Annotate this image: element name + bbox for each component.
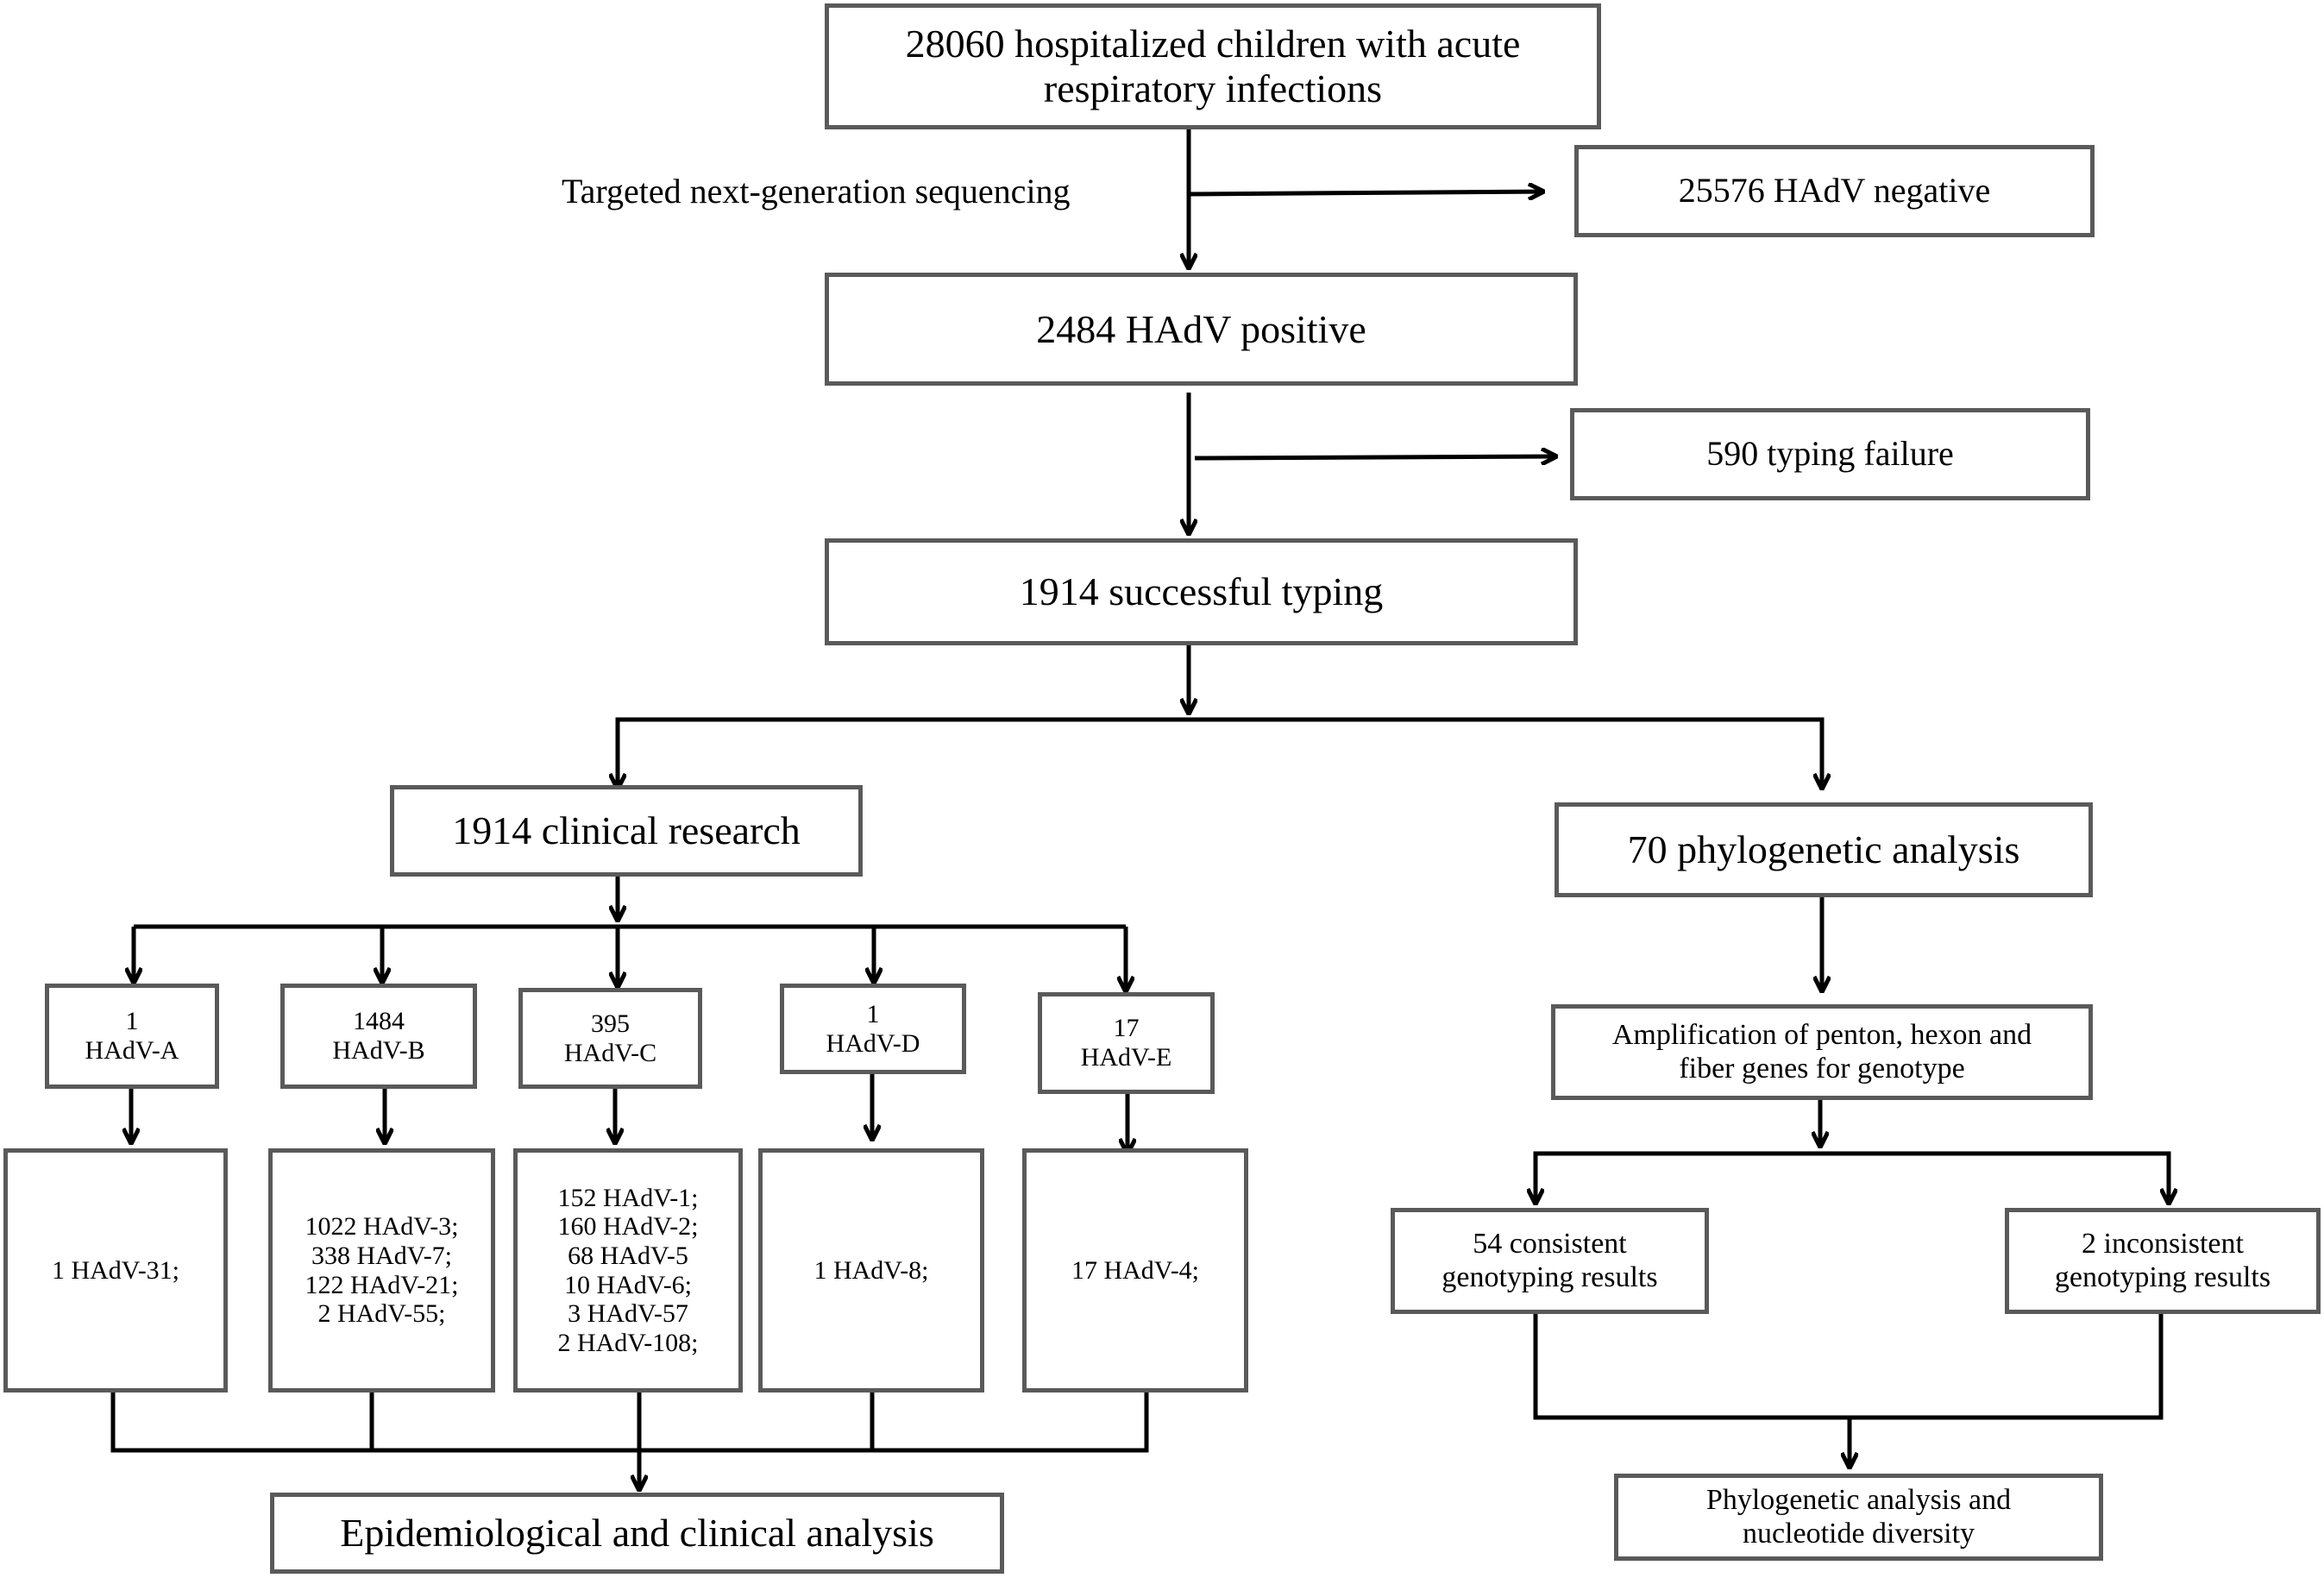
clinical-box: 1914 clinical research — [390, 785, 863, 877]
final-box: Phylogenetic analysis and nucleotide div… — [1614, 1474, 2103, 1561]
consistent-box-text: 54 consistent genotyping results — [1442, 1228, 1658, 1293]
top-box: 28060 hospitalized children with acute r… — [825, 3, 1601, 129]
species-d-label: 1 HAdV-D — [826, 999, 920, 1058]
consistent-box: 54 consistent genotyping results — [1391, 1208, 1709, 1314]
negative-box: 25576 HAdV negative — [1574, 145, 2095, 237]
failure-box: 590 typing failure — [1570, 408, 2090, 500]
failure-box-text: 590 typing failure — [1706, 434, 1954, 474]
amplification-box-text: Amplification of penton, hexon and fiber… — [1611, 1019, 2032, 1084]
species-e-label: 17 HAdV-E — [1080, 1014, 1172, 1072]
negative-box-text: 25576 HAdV negative — [1678, 171, 1991, 211]
species-box-b: 1484 HAdV-B — [280, 984, 477, 1089]
merge-genotyping — [1533, 1314, 2164, 1420]
success-box: 1914 successful typing — [825, 538, 1578, 645]
types-box-b: 1022 HAdV-3; 338 HAdV-7; 122 HAdV-21; 2 … — [268, 1148, 495, 1393]
types-d-text: 1 HAdV-8; — [813, 1255, 929, 1285]
top-box-text: 28060 hospitalized children with acute r… — [905, 22, 1521, 110]
types-c-text: 152 HAdV-1; 160 HAdV-2; 68 HAdV-5 10 HAd… — [557, 1183, 699, 1357]
phylo-box-text: 70 phylogenetic analysis — [1627, 827, 2020, 872]
phylo-box: 70 phylogenetic analysis — [1555, 802, 2093, 897]
tngs-label: Targeted next-generation sequencing — [562, 172, 1071, 211]
inconsistent-box: 2 inconsistent genotyping results — [2005, 1208, 2321, 1314]
types-b-text: 1022 HAdV-3; 338 HAdV-7; 122 HAdV-21; 2 … — [305, 1212, 459, 1329]
final-box-text: Phylogenetic analysis and nucleotide div… — [1705, 1484, 2012, 1550]
types-box-d: 1 HAdV-8; — [758, 1148, 984, 1393]
clinical-box-text: 1914 clinical research — [452, 808, 801, 853]
arrow-to-negative — [1188, 192, 1544, 194]
species-box-d: 1 HAdV-D — [780, 984, 966, 1074]
merge-types — [110, 1393, 1149, 1453]
types-e-text: 17 HAdV-4; — [1071, 1255, 1200, 1285]
types-box-e: 17 HAdV-4; — [1022, 1148, 1248, 1393]
species-box-e: 17 HAdV-E — [1038, 992, 1215, 1094]
epi-box: Epidemiological and clinical analysis — [270, 1493, 1004, 1574]
epi-box-text: Epidemiological and clinical analysis — [340, 1511, 934, 1556]
species-b-label: 1484 HAdV-B — [332, 1007, 425, 1065]
types-box-a: 1 HAdV-31; — [3, 1148, 228, 1393]
inconsistent-box-text: 2 inconsistent genotyping results — [2054, 1228, 2271, 1293]
types-box-c: 152 HAdV-1; 160 HAdV-2; 68 HAdV-5 10 HAd… — [513, 1148, 743, 1393]
positive-box: 2484 HAdV positive — [825, 273, 1578, 386]
positive-box-text: 2484 HAdV positive — [1036, 306, 1366, 351]
success-box-text: 1914 successful typing — [1019, 569, 1384, 614]
types-a-text: 1 HAdV-31; — [51, 1255, 180, 1285]
species-a-label: 1 HAdV-A — [85, 1007, 179, 1065]
species-box-c: 395 HAdV-C — [518, 988, 702, 1089]
species-box-a: 1 HAdV-A — [45, 984, 219, 1089]
branch-genotyping — [1533, 1151, 2171, 1204]
arrow-to-failure — [1194, 456, 1557, 458]
species-c-label: 395 HAdV-C — [563, 1009, 657, 1067]
amplification-box: Amplification of penton, hexon and fiber… — [1551, 1004, 2093, 1100]
branch-clinical-phylo — [615, 717, 1825, 789]
